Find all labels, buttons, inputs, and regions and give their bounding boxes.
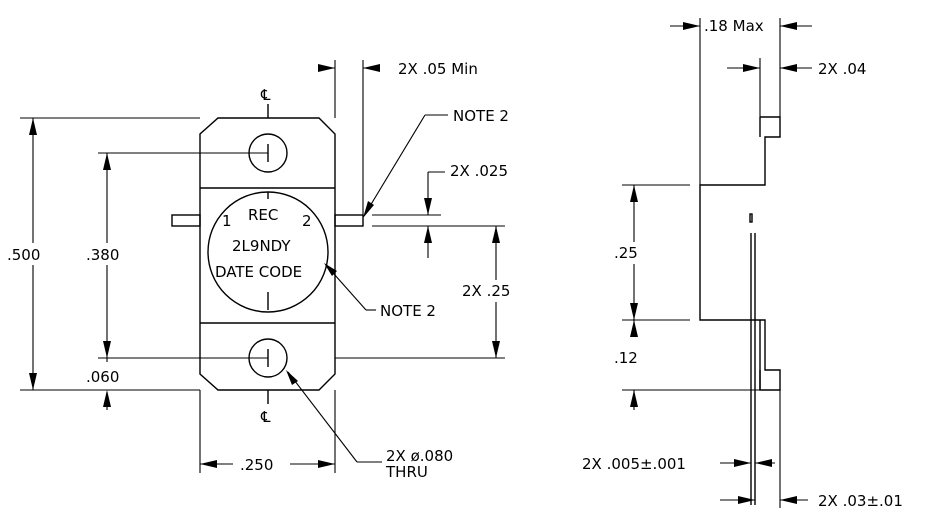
arrow-base-bottom (630, 390, 638, 407)
dim-label-body: .25 (614, 244, 638, 262)
leader-hole (287, 371, 358, 463)
arrow-body-bottom (630, 303, 638, 320)
arrow-03-left (738, 496, 755, 504)
arrow-25-bottom (492, 341, 500, 358)
arrow-250-right (318, 460, 335, 468)
arrow-025-top (424, 198, 432, 215)
dim-label-max-thickness: .18 Max (704, 17, 764, 35)
arrow-base-top (630, 320, 638, 337)
dim-label-lead-min: 2X .05 Min (398, 60, 478, 78)
marking-line1: REC (248, 206, 278, 224)
arrow-25-top (492, 226, 500, 243)
dim-label-width: .250 (240, 456, 273, 474)
arrow-03-right (780, 496, 797, 504)
centerline-symbol-top: ℄ (260, 86, 271, 104)
front-view: 1 REC 2 2L9NDY DATE CODE ℄ ℄ .500 .380 .… (6, 60, 532, 481)
dim-label-lower-offset: .060 (86, 368, 119, 386)
hole-note-line1: 2X ø.080 (386, 447, 453, 465)
side-view: .18 Max 2X .04 .25 .12 2X .005±.001 (582, 17, 903, 510)
dim-label-lead-position: 2X .25 (462, 282, 510, 300)
arrow-005-right (755, 459, 772, 467)
arrow-060-bottom (103, 390, 111, 407)
lead-left (171, 214, 201, 227)
side-lead-tip (749, 213, 753, 223)
dim-label-bottom: 2X .03±.01 (818, 492, 903, 510)
package-outline (199, 117, 336, 391)
marking-pin2: 2 (302, 212, 312, 230)
marking-line3: DATE CODE (215, 263, 302, 281)
arrow-250-left (200, 460, 217, 468)
dim-label-base: .12 (614, 349, 638, 367)
arrow-04-left (743, 64, 760, 72)
arrow-note-top (363, 201, 374, 218)
lead-right (334, 214, 364, 227)
arrow-body-top (630, 185, 638, 202)
dim-label-lead-thickness: 2X .025 (450, 162, 508, 180)
arrow-lead-min-left (318, 64, 335, 72)
dim-label-hole-spacing: .380 (86, 246, 119, 264)
dim-label-tab: 2X .04 (818, 60, 866, 78)
arrow-025-bottom (424, 226, 432, 243)
marking-pin1: 1 (222, 212, 232, 230)
note-top-label: NOTE 2 (453, 107, 509, 125)
arrow-04-right (780, 64, 797, 72)
dim-label-lead-thk: 2X .005±.001 (582, 455, 686, 473)
hole-note-line2: THRU (385, 463, 428, 481)
arrow-500-top (29, 118, 37, 135)
arrow-lead-min-right (363, 64, 380, 72)
arrow-18-right (780, 22, 797, 30)
arrow-380-top (103, 153, 111, 170)
arrow-hole (286, 370, 298, 385)
arrow-380-bottom (103, 341, 111, 358)
arrow-500-bottom (29, 373, 37, 390)
leader-note-top (363, 114, 426, 217)
marking-line2: 2L9NDY (232, 237, 291, 255)
side-profile (699, 116, 781, 391)
arrow-18-left (683, 22, 700, 30)
centerline-symbol-bottom: ℄ (260, 408, 271, 426)
arrow-note-mid (324, 263, 337, 276)
arrow-005-left (734, 459, 751, 467)
dim-label-overall-height: .500 (7, 246, 40, 264)
note-mid-label: NOTE 2 (380, 302, 436, 320)
